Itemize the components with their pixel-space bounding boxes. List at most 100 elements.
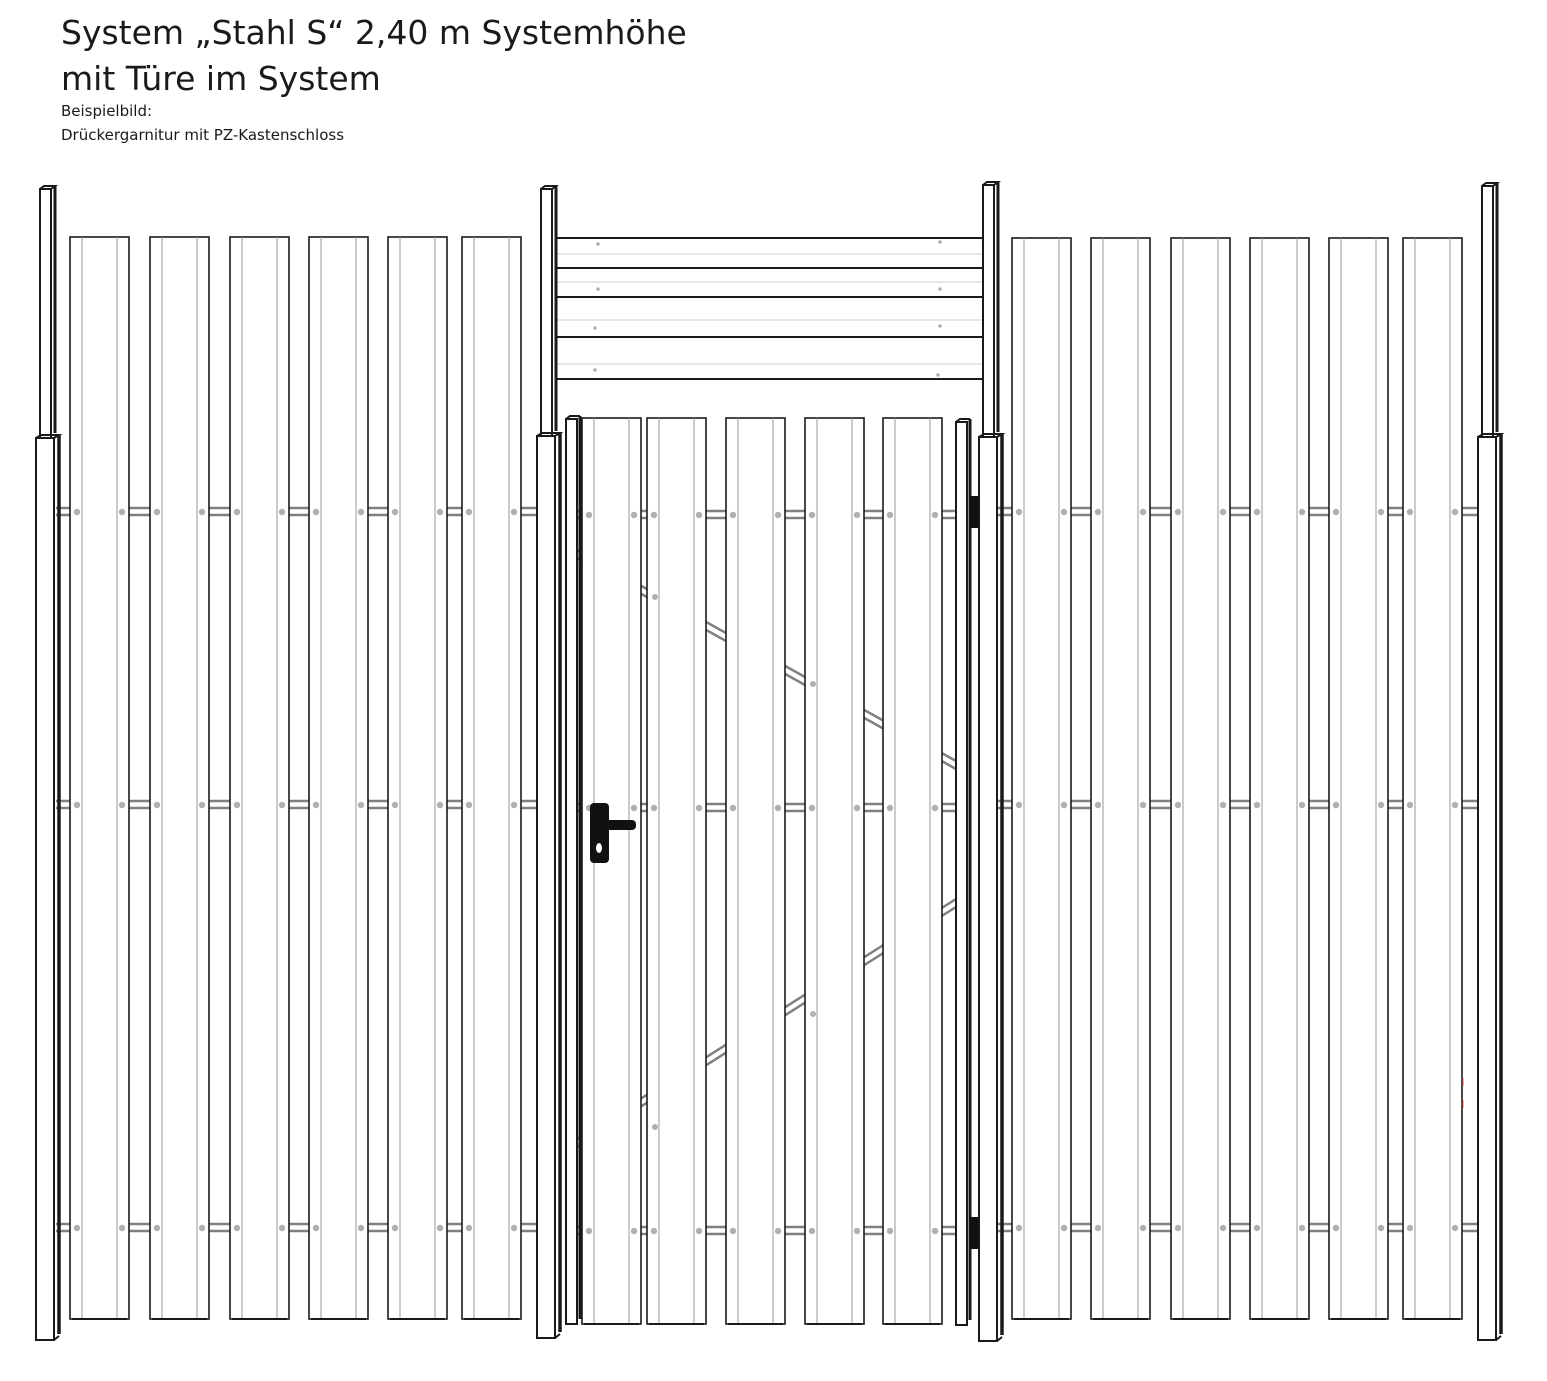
board-outline: [149, 236, 210, 1320]
screw-dot: [118, 801, 126, 809]
screw-dot: [810, 1011, 816, 1017]
screw-dot: [810, 681, 816, 687]
board-outline: [308, 236, 369, 1320]
screw-dot: [1332, 801, 1340, 809]
post-upper: [982, 184, 995, 438]
screw-dot: [436, 1224, 444, 1232]
screw-dot: [853, 804, 861, 812]
screw-dot: [1139, 801, 1147, 809]
screw-dot: [278, 801, 286, 809]
screw-dot: [695, 511, 703, 519]
screw-dot: [808, 1227, 816, 1235]
screw-dot: [1174, 1224, 1182, 1232]
screw-dot: [1139, 508, 1147, 516]
post-upper: [1481, 185, 1494, 438]
screw-dot: [391, 508, 399, 516]
screw-dot: [585, 1227, 593, 1235]
fence-board: [804, 417, 865, 1325]
fence-board: [229, 236, 290, 1320]
handle-lever: [604, 820, 636, 830]
screw-dot: [357, 508, 365, 516]
screw-dot: [73, 801, 81, 809]
fence-board: [308, 236, 369, 1320]
screw-dot: [1060, 801, 1068, 809]
example-image-label: Beispielbild:: [61, 102, 153, 120]
screw-dot: [630, 1227, 638, 1235]
board-outline: [69, 236, 130, 1320]
screw-dot: [198, 801, 206, 809]
screw-dot: [233, 801, 241, 809]
screw-dot: [808, 511, 816, 519]
screw-dot: [931, 1227, 939, 1235]
screw-dot: [650, 1227, 658, 1235]
keyhole: [596, 843, 602, 853]
fence-board: [646, 417, 707, 1325]
door-handle-icon: [590, 803, 636, 863]
post-lower-cap: [978, 433, 1006, 438]
board-outline: [1170, 237, 1231, 1320]
screw-dot: [1406, 801, 1414, 809]
screw-dot: [198, 508, 206, 516]
post-foot: [1495, 1335, 1502, 1341]
post-upper: [540, 188, 553, 437]
screw-dot: [1377, 508, 1385, 516]
screw-dot: [436, 801, 444, 809]
screw-dot: [650, 511, 658, 519]
fence-board: [882, 417, 943, 1325]
screw-dot: [630, 804, 638, 812]
fence-post: [35, 185, 63, 1341]
fence-board: [69, 236, 130, 1320]
fence-board: [387, 236, 448, 1320]
screw-dot: [1094, 801, 1102, 809]
screw-dot: [233, 508, 241, 516]
screw-dot: [1015, 508, 1023, 516]
screw-dot: [153, 508, 161, 516]
screw-dot: [1094, 1224, 1102, 1232]
screw-dot: [1332, 1224, 1340, 1232]
screw-dot: [153, 1224, 161, 1232]
screw-dot: [931, 804, 939, 812]
screw-dot: [1174, 508, 1182, 516]
screw-dot: [357, 801, 365, 809]
door-frame-stile: [565, 415, 582, 1325]
fence-post: [1477, 182, 1505, 1341]
screw-dot: [1377, 801, 1385, 809]
screw-dot: [391, 801, 399, 809]
screw-dot: [312, 1224, 320, 1232]
post-lower: [536, 435, 556, 1339]
post-foot: [53, 1335, 60, 1341]
post-lower: [978, 436, 998, 1342]
stile-outline: [565, 418, 578, 1325]
screw-dot: [1451, 801, 1459, 809]
screw-dot: [1219, 801, 1227, 809]
screw-dot: [652, 594, 658, 600]
screw-dot: [465, 801, 473, 809]
stile-cap: [955, 418, 970, 423]
door-field: [556, 237, 984, 1326]
screw-dot: [1332, 508, 1340, 516]
screw-dot: [312, 508, 320, 516]
screw-dot: [436, 508, 444, 516]
screw-dot: [1015, 1224, 1023, 1232]
screw-dot: [1219, 508, 1227, 516]
fence-posts: [35, 181, 1505, 1342]
screw-dot: [1253, 1224, 1261, 1232]
post-lower: [35, 437, 55, 1341]
fence-board: [1249, 237, 1310, 1320]
post-foot: [554, 1333, 561, 1339]
screw-dot: [853, 511, 861, 519]
screw-dot: [465, 508, 473, 516]
fence-field-right: [998, 237, 1480, 1320]
example-image-caption: Drückergarnitur mit PZ-Kastenschloss: [61, 126, 345, 144]
fence-post: [536, 185, 564, 1339]
board-outline: [1090, 237, 1151, 1320]
screw-dot: [1451, 1224, 1459, 1232]
screw-dot: [1377, 1224, 1385, 1232]
fence-board: [461, 236, 522, 1320]
screw-dot: [774, 511, 782, 519]
diagram-title-line-1: System „Stahl S“ 2,40 m Systemhöhe: [61, 13, 687, 52]
screw-dot: [278, 508, 286, 516]
board-outline: [1402, 237, 1463, 1320]
screw-dot: [886, 804, 894, 812]
